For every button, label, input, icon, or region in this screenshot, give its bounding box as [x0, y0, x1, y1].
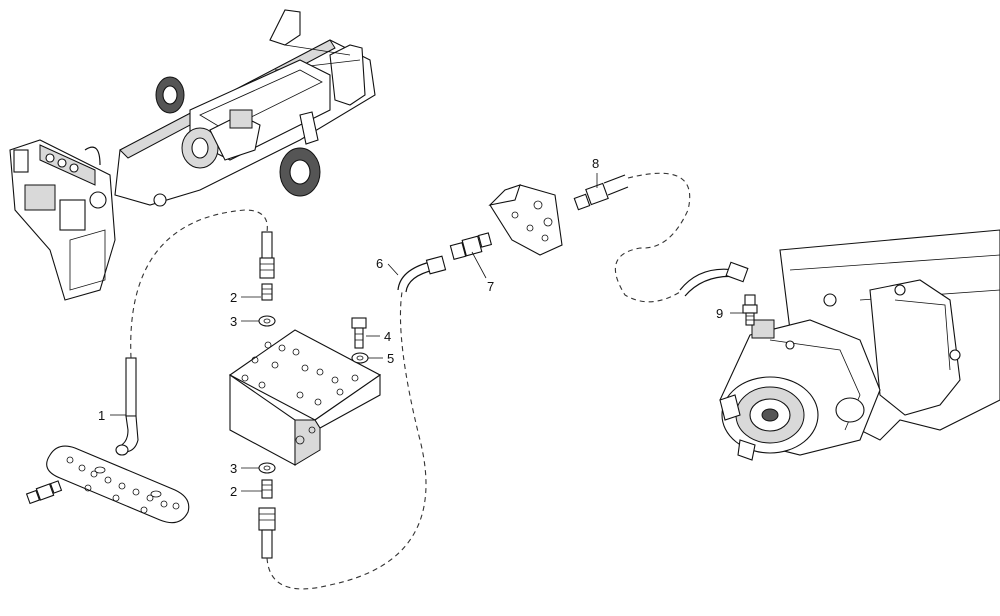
vehicle-frame-assembly [9, 9, 376, 301]
valve-block [228, 329, 382, 466]
mounting-plate [46, 445, 190, 524]
callout-2-lower: 2 [230, 484, 237, 499]
axle-drive-unit [679, 229, 1000, 461]
callout-6: 6 [376, 256, 383, 271]
hose-routing-lines [130, 172, 691, 590]
lower-pipe-fittings [258, 462, 276, 559]
callout-4: 4 [384, 329, 391, 344]
part-8-fitting-hose [573, 174, 629, 211]
part-6-hose [397, 255, 447, 293]
callout-9: 9 [716, 306, 723, 321]
callout-1: 1 [98, 408, 105, 423]
part-4-bolt [351, 317, 367, 349]
upper-pipe-fittings [258, 231, 276, 327]
mounting-bracket [488, 184, 563, 256]
part-5-washer [351, 352, 369, 364]
callout-7: 7 [487, 279, 494, 294]
part-1-pipe [115, 357, 139, 456]
callout-3-upper: 3 [230, 314, 237, 329]
left-fitting [25, 480, 63, 505]
leader-lines [110, 173, 746, 492]
callout-3-lower: 3 [230, 461, 237, 476]
part-7-coupling [449, 232, 493, 260]
callout-5: 5 [387, 351, 394, 366]
part-9-fitting [742, 294, 758, 326]
callout-2-upper: 2 [230, 290, 237, 305]
callout-8: 8 [592, 156, 599, 171]
